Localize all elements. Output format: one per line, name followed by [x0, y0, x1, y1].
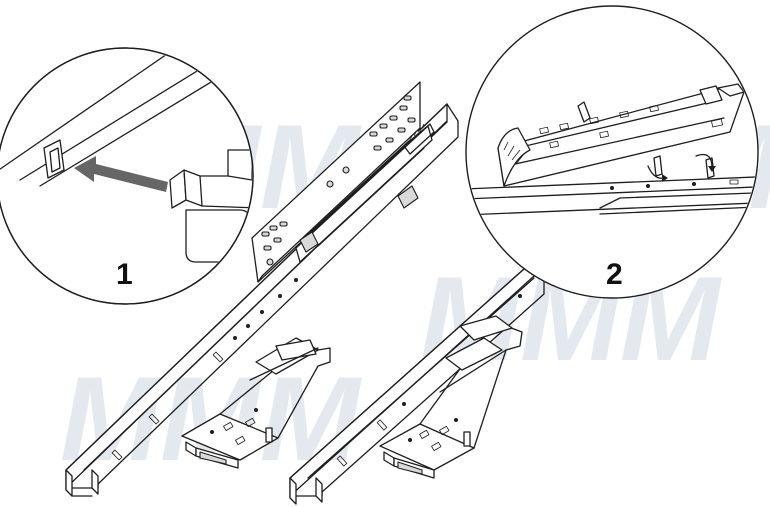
step-2-label: 2 — [606, 258, 623, 291]
right-front-clip — [379, 315, 523, 479]
detail-circle-1: 1 — [0, 47, 254, 305]
right-rail-assembly — [289, 259, 545, 505]
plate-holes — [261, 95, 416, 266]
step-1-label: 1 — [116, 258, 133, 291]
detail-circle-2: 2 — [465, 5, 759, 299]
insert-arrow — [74, 156, 168, 192]
left-rail-assembly — [65, 81, 459, 497]
left-front-clip — [181, 337, 331, 469]
